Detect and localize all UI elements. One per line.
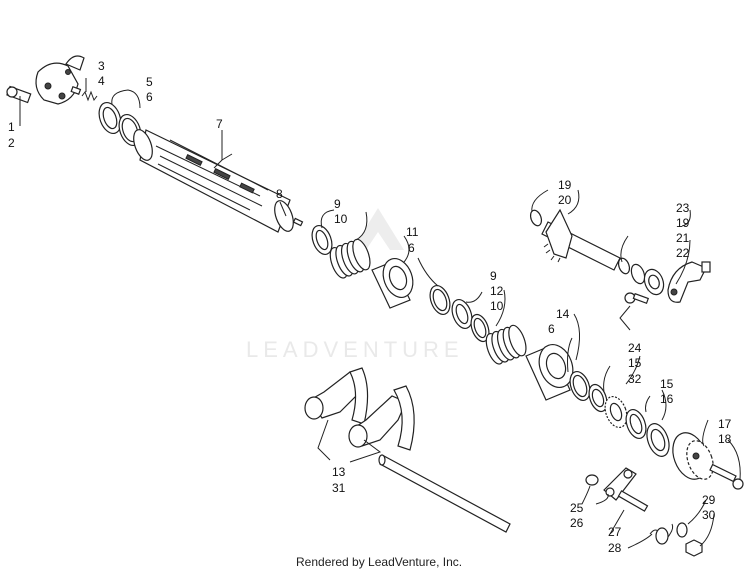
callout-8: 8 <box>276 187 283 201</box>
callout-19b: 19 <box>676 216 690 230</box>
callout-26: 26 <box>570 516 584 530</box>
part-collar-14[interactable] <box>525 340 579 401</box>
part-bolt-spring-27-28[interactable] <box>617 490 674 545</box>
callout-14: 14 <box>556 307 570 321</box>
callout-5: 5 <box>146 75 153 89</box>
callout-19a: 19 <box>558 178 572 192</box>
callout-12: 12 <box>490 284 504 298</box>
callout-10a: 10 <box>334 212 348 226</box>
callout-4: 4 <box>98 74 105 88</box>
footer-credit: Rendered by LeadVenture, Inc. <box>296 555 462 569</box>
part-shift-shaft[interactable] <box>529 208 621 271</box>
part-fork-shaft[interactable] <box>378 454 511 533</box>
callout-2: 2 <box>8 136 15 150</box>
part-star-wheel-bolt[interactable] <box>667 428 744 490</box>
watermark-text: LEADVENTURE <box>246 337 464 362</box>
callout-6: 6 <box>146 90 153 104</box>
callout-16: 16 <box>660 392 674 406</box>
callout-9a: 9 <box>334 197 341 211</box>
callout-31: 31 <box>332 481 346 495</box>
part-shift-forks[interactable] <box>304 367 415 451</box>
callout-20: 20 <box>558 193 572 207</box>
part-ring-6b[interactable] <box>426 283 453 317</box>
callout-29: 29 <box>702 493 716 507</box>
callout-7: 7 <box>216 117 223 131</box>
part-seal-washers[interactable] <box>617 257 667 298</box>
part-shift-arm[interactable] <box>667 261 711 303</box>
part-washers-15-16[interactable] <box>622 407 673 460</box>
callout-11: 11 <box>406 225 419 239</box>
part-bracket-25-26[interactable] <box>585 467 637 501</box>
callout-1: 1 <box>8 120 15 134</box>
part-pin-spring[interactable] <box>70 85 98 102</box>
callout-22: 22 <box>676 246 690 260</box>
callout-27: 27 <box>608 525 622 539</box>
leader-lines <box>19 78 741 549</box>
part-washer-spring-9-10[interactable] <box>308 223 373 280</box>
callout-15a: 15 <box>628 356 642 370</box>
part-washer-spring-9-12-10[interactable] <box>448 297 529 366</box>
callout-13: 13 <box>332 465 346 479</box>
part-cover-bolt[interactable] <box>6 55 85 105</box>
callout-17: 17 <box>718 417 732 431</box>
part-washer-bearing-15-32[interactable] <box>586 382 631 430</box>
callout-6b: 6 <box>408 241 415 255</box>
callout-15b: 15 <box>660 377 674 391</box>
part-collar-11[interactable] <box>371 254 418 309</box>
callout-23: 23 <box>676 201 690 215</box>
callout-9b: 9 <box>490 269 497 283</box>
callout-25: 25 <box>570 501 584 515</box>
part-pin-8[interactable] <box>292 217 304 227</box>
watermark: LEADVENTURE <box>246 208 464 362</box>
callout-6c: 6 <box>548 322 555 336</box>
callout-28: 28 <box>608 541 622 555</box>
callout-10b: 10 <box>490 299 504 313</box>
callout-21: 21 <box>676 231 690 245</box>
part-ring-6c[interactable] <box>566 369 593 403</box>
callout-32: 32 <box>628 372 642 386</box>
part-shift-drum[interactable] <box>130 127 297 234</box>
leadventure-logo-icon <box>352 208 404 250</box>
part-nut-washer-29-30[interactable] <box>676 522 703 557</box>
callout-3: 3 <box>98 59 105 73</box>
callout-labels: 1 2 3 4 5 6 7 8 9 10 11 6 9 12 10 14 6 1… <box>8 59 732 555</box>
callout-18: 18 <box>718 432 732 446</box>
part-bolt-24[interactable] <box>624 292 650 304</box>
callout-24: 24 <box>628 341 642 355</box>
callout-30: 30 <box>702 508 716 522</box>
